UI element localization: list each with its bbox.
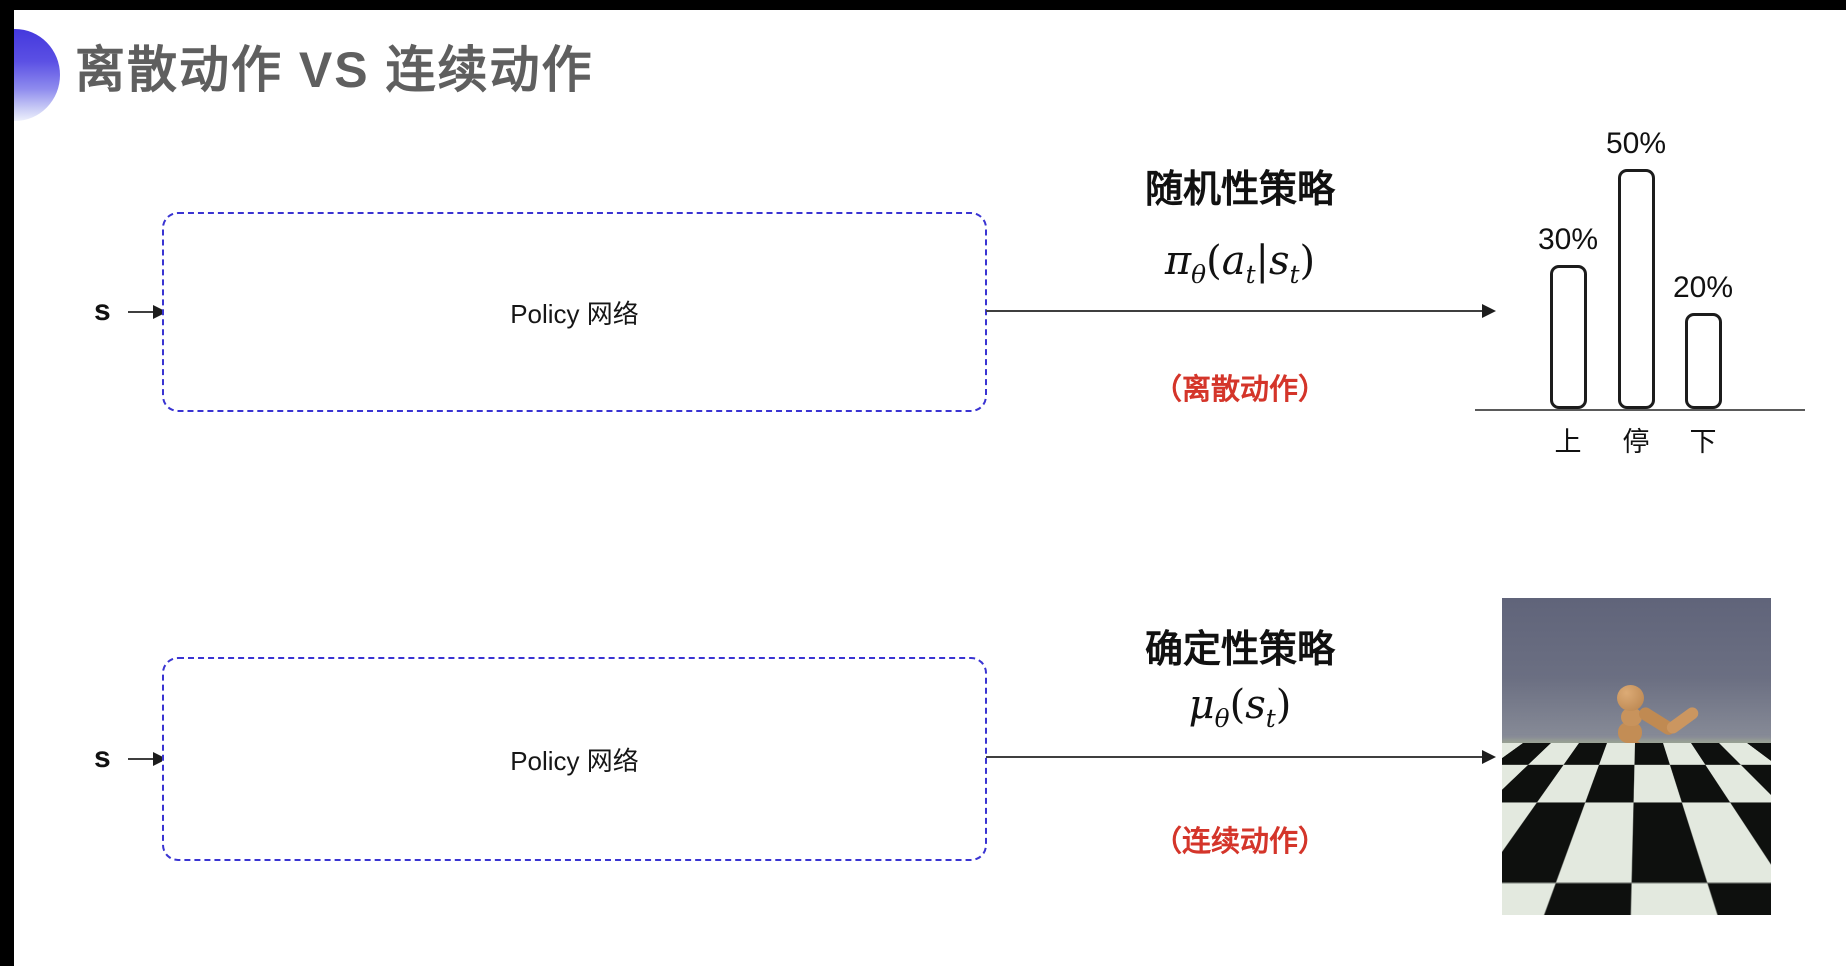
formula-close-paren: ) [1275,682,1292,728]
formula-symbol: π [1164,238,1192,284]
bar [1684,313,1722,409]
output-arrow-bottom [986,750,1496,764]
deterministic-policy-title: 确定性策略 [1144,629,1335,671]
accent-disc-icon [14,29,60,121]
action-probability-bar-chart: 30% 50% 20% 上 停 下 [1470,98,1815,460]
policy-box-label: Policy 网络 [510,298,639,329]
discrete-action-note: （离散动作） [1152,374,1327,406]
bar [1617,169,1655,409]
formula-arg1-sub: t [1265,704,1276,733]
stochastic-policy-formula: πθ(at|st) [1090,238,1390,289]
policy-network-box-top: Policy 网络 [162,212,987,412]
arrowhead-icon [1482,750,1496,764]
bar-value-label: 30% [1537,223,1599,256]
formula-arg1: s [1245,682,1266,728]
input-arrow-bottom [128,752,167,766]
formula-arg2-sub: t [1289,260,1300,289]
humanoid-pelvis [1619,756,1645,780]
formula-open-paren: ( [1206,238,1222,284]
chart-baseline [1475,409,1805,411]
formula-open-paren: ( [1229,682,1246,728]
humanoid-simulation-image [1502,598,1771,915]
state-input-label-top: s [94,294,111,327]
policy-network-box-bottom: Policy 网络 [162,657,987,861]
bar-category-label: 下 [1689,427,1717,457]
bar-group: 20% [1665,271,1741,409]
bar [1549,265,1587,409]
formula-close-paren: ) [1299,238,1316,284]
state-input-label-bottom: s [94,741,111,774]
stochastic-policy-title: 随机性策略 [1144,169,1335,211]
bar-group: 30% [1530,223,1606,409]
humanoid-front-thigh [1623,772,1640,838]
formula-symbol-sub: θ [1214,704,1230,733]
formula-symbol: μ [1188,682,1215,728]
continuous-action-note: （连续动作） [1152,826,1327,858]
formula-arg2: s [1269,238,1290,284]
humanoid-head [1617,685,1644,711]
formula-symbol-sub: θ [1191,260,1207,289]
bar-category-label: 停 [1622,427,1650,457]
humanoid-neck [1621,708,1642,726]
formula-pipe: | [1255,238,1270,284]
input-arrow-top [128,305,167,319]
formula-arg1-sub: t [1245,260,1256,289]
output-arrow-top [986,304,1496,318]
humanoid-belly [1626,741,1643,757]
bar-category-label: 上 [1554,427,1582,457]
formula-arg1: a [1221,238,1246,284]
deterministic-policy-formula: μθ(st) [1090,682,1390,733]
bar-value-label: 20% [1672,271,1734,304]
page-title: 离散动作 VS 连续动作 [75,42,594,98]
bar-group: 50% [1598,127,1674,409]
humanoid-chest [1618,722,1642,743]
sim-floor-reflection [1557,830,1732,915]
policy-box-label: Policy 网络 [510,745,639,776]
arrowhead-icon [1482,304,1496,318]
bar-value-label: 50% [1605,127,1667,160]
